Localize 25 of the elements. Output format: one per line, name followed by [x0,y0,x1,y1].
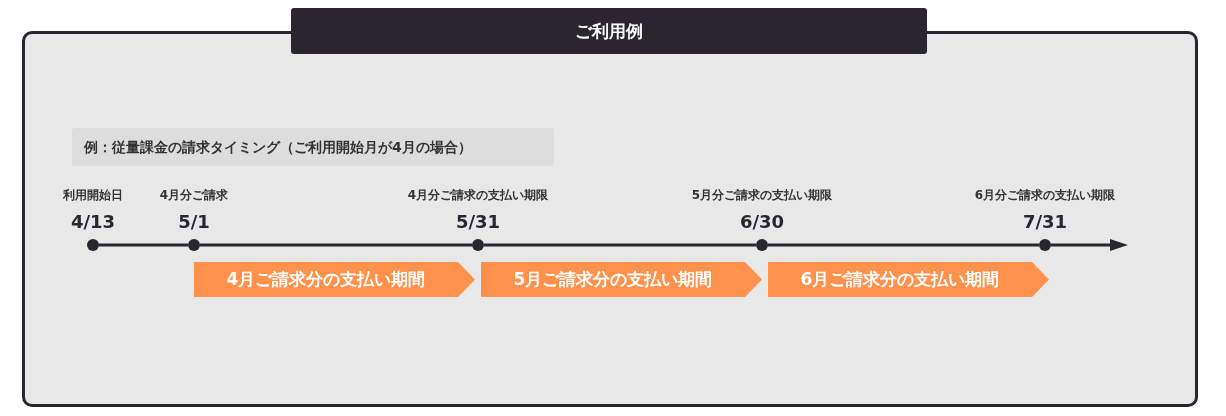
timeline-line [99,243,188,247]
timeline-dot [756,239,768,251]
date-label: 5/1 [178,211,210,233]
milestone-label: 5月分ご請求の支払い期限 [691,187,833,203]
chevron-band: 5月ご請求分の支払い期間 [481,262,762,297]
milestone-label: 4月分ご請求の支払い期限 [407,187,549,203]
timeline-arrow [1051,239,1128,251]
date-label: 7/31 [1022,211,1068,233]
label-box: 例：従量課金の請求タイミング（ご利用開始月が4月の場合） [72,128,554,166]
timeline-line [484,243,756,247]
timeline-dot [188,239,200,251]
date-label: 4/13 [70,211,116,233]
chevron-band: 6月ご請求分の支払い期間 [768,262,1049,297]
date-label: 5/31 [455,211,501,233]
timeline-line [768,243,1039,247]
timeline-dot [87,239,99,251]
chevron-band: 4月ご請求分の支払い期間 [194,262,475,297]
date-label: 6/30 [739,211,785,233]
title-tab: ご利用例 [291,8,927,54]
timeline-dot [472,239,484,251]
timeline-dot [1039,239,1051,251]
milestone-label: 4月分ご請求 [159,187,229,203]
milestone-label: 利用開始日 [63,187,123,203]
milestone-label: 6月分ご請求の支払い期限 [974,187,1116,203]
timeline-line [200,243,472,247]
